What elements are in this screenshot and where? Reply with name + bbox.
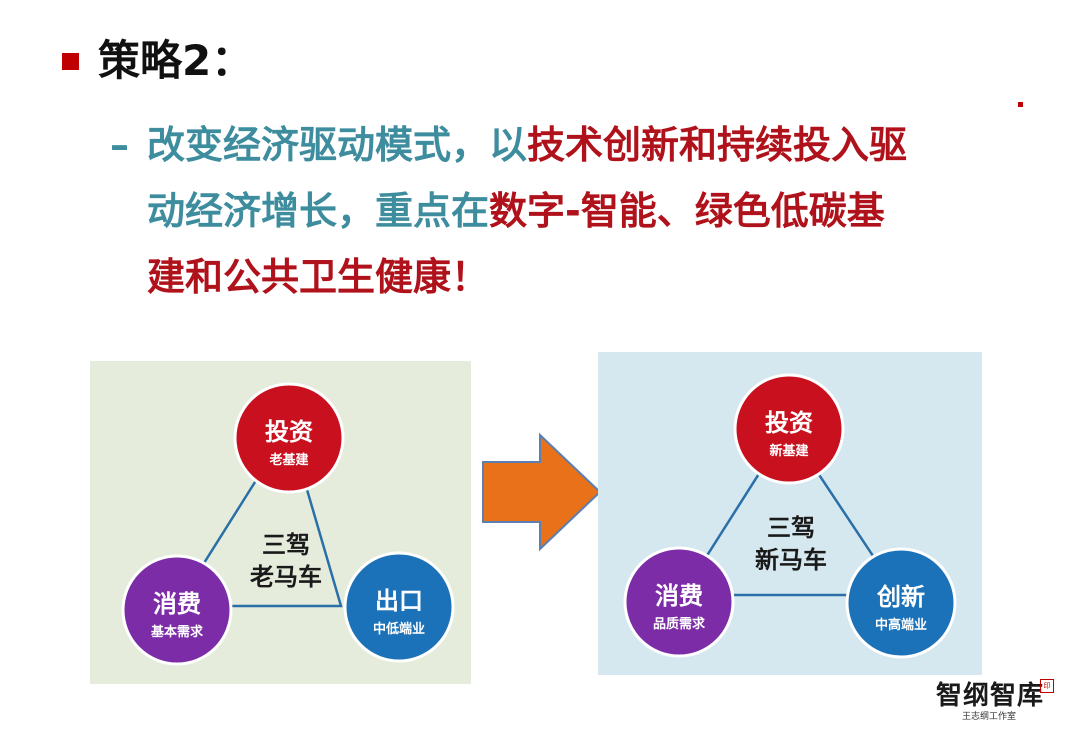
investment-title: 投资 <box>765 409 813 437</box>
logo-seal-icon: 印 <box>1040 679 1054 693</box>
investment-node: 投资 老基建 <box>233 382 345 494</box>
logo-subtitle: 王志纲工作室 <box>962 712 1017 722</box>
strategy-text-teal: 动经济增长，重点在 <box>147 189 490 233</box>
logo-name: 智纲智库 <box>936 681 1045 711</box>
center-label-line-1: 三驾 <box>767 514 815 542</box>
triangle-connector <box>679 425 902 597</box>
consumption-title: 消费 <box>655 582 703 610</box>
new-model-diagram: 投资 新基建 消费 品质需求 创新 中高端业 三驾 新马车 <box>623 373 957 659</box>
center-label-line-1: 三驾 <box>262 531 310 559</box>
triangle-connector <box>174 424 343 608</box>
strategy-text-red: 建和公共卫生健康！ <box>147 255 490 299</box>
export-title: 出口 <box>375 587 423 615</box>
old-model-diagram: 投资 老基建 消费 基本需求 出口 中低端业 三驾 老马车 <box>121 382 455 666</box>
consumption-node: 消费 基本需求 <box>121 554 233 666</box>
center-label-line-2: 新马车 <box>755 546 827 574</box>
innovation-node: 创新 中高端业 <box>845 547 957 659</box>
transition-arrow-icon <box>482 432 602 552</box>
consumption-subtitle: 品质需求 <box>653 616 706 632</box>
export-node: 出口 中低端业 <box>343 551 455 663</box>
strategy-line-1: 改变经济驱动模式，以技术创新和持续投入驱 <box>110 112 1010 178</box>
innovation-subtitle: 中高端业 <box>875 617 927 633</box>
strategy-text-red: 数字-智能、绿色低碳基 <box>489 189 885 233</box>
strategy-line-2: 动经济增长，重点在数字-智能、绿色低碳基 <box>110 178 1010 244</box>
export-subtitle: 中低端业 <box>373 621 425 637</box>
investment-subtitle: 新基建 <box>769 443 808 459</box>
innovation-title: 创新 <box>876 583 925 611</box>
strategy-text-teal: 改变经济驱动模式，以 <box>147 123 528 167</box>
old-model-panel: 投资 老基建 消费 基本需求 出口 中低端业 三驾 老马车 <box>90 361 471 684</box>
heading-bullet-icon <box>62 53 79 70</box>
decorative-dot <box>1018 102 1023 107</box>
investment-title: 投资 <box>265 418 313 446</box>
strategy-statement: – 改变经济驱动模式，以技术创新和持续投入驱 动经济增长，重点在数字-智能、绿色… <box>110 112 1010 310</box>
investment-subtitle: 老基建 <box>268 452 308 468</box>
new-model-panel: 投资 新基建 消费 品质需求 创新 中高端业 三驾 新马车 <box>598 352 982 675</box>
list-dash: – <box>110 123 129 167</box>
consumption-subtitle: 基本需求 <box>150 624 204 640</box>
consumption-title: 消费 <box>153 590 201 618</box>
page-title: 策略2： <box>98 36 254 85</box>
strategy-text-red: 技术创新和持续投入驱 <box>527 123 908 167</box>
strategy-line-3: 建和公共卫生健康！ <box>110 244 1010 310</box>
consumption-node: 消费 品质需求 <box>623 546 735 658</box>
investment-node: 投资 新基建 <box>733 373 845 485</box>
brand-logo: 智纲智库 印 王志纲工作室 <box>936 675 1056 725</box>
center-label-line-2: 老马车 <box>250 563 322 591</box>
